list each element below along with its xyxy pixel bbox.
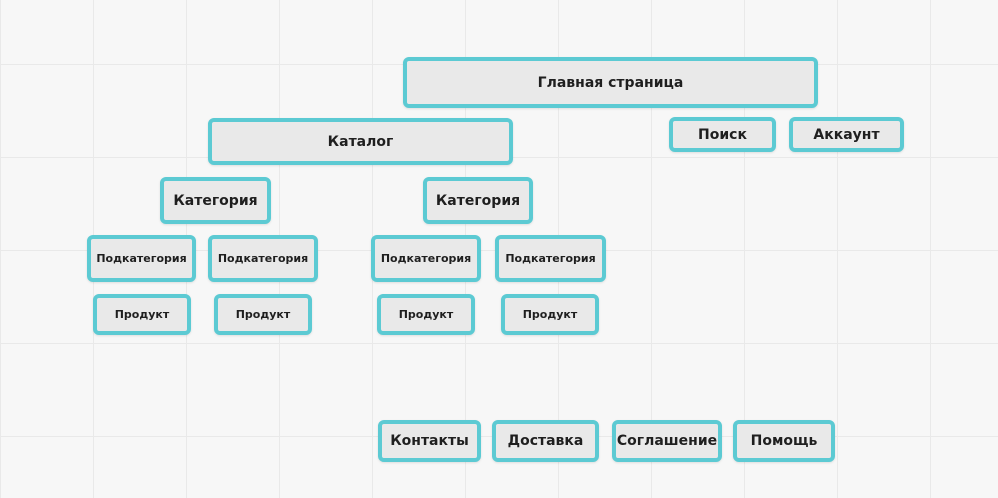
node-subcategory-4[interactable]: Подкатегория: [495, 235, 606, 282]
node-product-2[interactable]: Продукт: [214, 294, 312, 335]
node-delivery[interactable]: Доставка: [492, 420, 599, 462]
node-product-1[interactable]: Продукт: [93, 294, 191, 335]
node-search[interactable]: Поиск: [669, 117, 776, 152]
node-product-4[interactable]: Продукт: [501, 294, 599, 335]
node-subcategory-3[interactable]: Подкатегория: [371, 235, 481, 282]
node-account[interactable]: Аккаунт: [789, 117, 904, 152]
node-contacts[interactable]: Контакты: [378, 420, 481, 462]
node-product-3[interactable]: Продукт: [377, 294, 475, 335]
node-subcategory-2[interactable]: Подкатегория: [208, 235, 318, 282]
node-subcategory-1[interactable]: Подкатегория: [87, 235, 196, 282]
node-agreement[interactable]: Соглашение: [612, 420, 722, 462]
node-catalog[interactable]: Каталог: [208, 118, 513, 165]
node-category-1[interactable]: Категория: [160, 177, 271, 224]
node-help[interactable]: Помощь: [733, 420, 835, 462]
node-home[interactable]: Главная страница: [403, 57, 818, 108]
node-category-2[interactable]: Категория: [423, 177, 533, 224]
